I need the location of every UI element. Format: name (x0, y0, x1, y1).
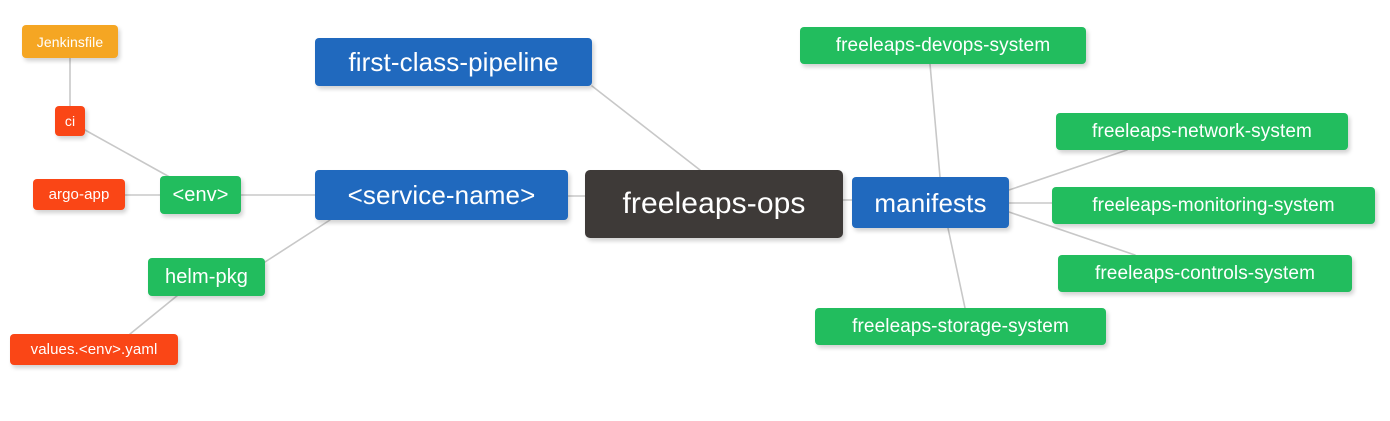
node-label-values-yaml: values.<env>.yaml (30, 341, 158, 358)
node-label-freeleaps-network-system: freeleaps-network-system (1092, 121, 1312, 142)
node-values-yaml[interactable]: values.<env>.yaml (10, 334, 178, 365)
edge-service-name-to-helm-pkg (264, 219, 331, 263)
node-label-helm-pkg: helm-pkg (164, 266, 249, 288)
node-label-jenkinsfile: Jenkinsfile (36, 33, 104, 50)
node-jenkinsfile[interactable]: Jenkinsfile (22, 25, 118, 58)
node-label-argo-app: argo-app (48, 186, 110, 203)
node-freeleaps-storage-system[interactable]: freeleaps-storage-system (815, 308, 1106, 345)
edge-manifests-to-freeleaps-devops-system (929, 63, 941, 178)
node-label-freeleaps-storage-system: freeleaps-storage-system (852, 316, 1069, 337)
node-ci[interactable]: ci (55, 106, 85, 136)
edge-manifests-to-freeleaps-storage-system (947, 227, 966, 309)
node-label-freeleaps-ops: freeleaps-ops (622, 187, 806, 220)
node-env[interactable]: <env> (160, 176, 241, 214)
node-freeleaps-devops-system[interactable]: freeleaps-devops-system (800, 27, 1086, 64)
edge-manifests-to-freeleaps-network-system (1008, 149, 1128, 191)
node-argo-app[interactable]: argo-app (33, 179, 125, 210)
edge-ci-to-env (84, 129, 176, 181)
node-label-freeleaps-devops-system: freeleaps-devops-system (835, 35, 1051, 56)
node-label-freeleaps-controls-system: freeleaps-controls-system (1094, 263, 1316, 284)
node-freeleaps-controls-system[interactable]: freeleaps-controls-system (1058, 255, 1352, 292)
node-label-freeleaps-monitoring-system: freeleaps-monitoring-system (1092, 195, 1335, 216)
node-service-name[interactable]: <service-name> (315, 170, 568, 220)
edge-helm-pkg-to-values-yaml (129, 294, 179, 335)
edge-first-class-pipeline-to-freeleaps-ops (591, 85, 701, 171)
node-manifests[interactable]: manifests (852, 177, 1009, 228)
node-label-service-name: <service-name> (347, 180, 536, 210)
node-helm-pkg[interactable]: helm-pkg (148, 258, 265, 296)
node-label-ci: ci (64, 113, 76, 129)
node-label-first-class-pipeline: first-class-pipeline (348, 47, 559, 77)
node-first-class-pipeline[interactable]: first-class-pipeline (315, 38, 592, 86)
node-label-env: <env> (172, 184, 229, 206)
node-label-manifests: manifests (874, 187, 987, 218)
node-freeleaps-ops[interactable]: freeleaps-ops (585, 170, 843, 238)
node-freeleaps-network-system[interactable]: freeleaps-network-system (1056, 113, 1348, 150)
node-freeleaps-monitoring-system[interactable]: freeleaps-monitoring-system (1052, 187, 1375, 224)
